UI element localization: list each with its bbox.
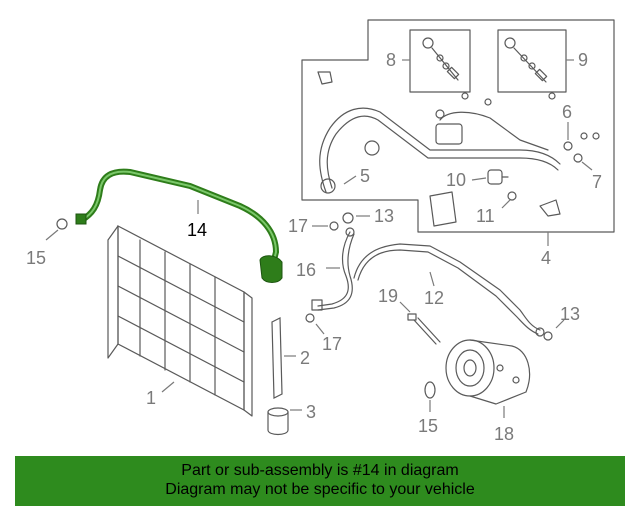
info-banner: Part or sub-assembly is #14 in diagram D…	[15, 456, 625, 506]
callout-6: 6	[562, 102, 572, 122]
part-8-box	[409, 29, 471, 93]
part-4-ac-lines	[317, 71, 561, 194]
callout-11: 11	[476, 206, 495, 226]
part-3-drier-cap	[267, 407, 289, 436]
part-5-leader	[343, 175, 357, 185]
part-14-hose	[75, 168, 283, 283]
callout-5: 5	[360, 166, 370, 186]
part-6-seals	[563, 132, 600, 151]
part-17-leader-bottom	[315, 323, 325, 335]
callout-9: 9	[578, 50, 588, 70]
callout-16: 16	[296, 260, 316, 280]
callout-7: 7	[592, 172, 602, 192]
part-8-valve-core	[422, 37, 460, 81]
part-11-seal	[507, 191, 517, 201]
part-2-seal-strip	[271, 317, 283, 399]
callout-4: 4	[541, 248, 551, 268]
part-1-leader	[161, 381, 175, 393]
callout-17-top: 17	[288, 216, 308, 236]
part-9-box	[497, 29, 567, 93]
callout-14: 14	[187, 220, 207, 240]
part-9-valve-core	[504, 37, 548, 83]
banner-line-1: Part or sub-assembly is #14 in diagram	[181, 462, 459, 479]
parts-diagram: 4 8 9 6	[26, 19, 615, 444]
callout-19: 19	[378, 286, 398, 306]
callout-15-left: 15	[26, 248, 46, 268]
callout-18: 18	[494, 424, 514, 444]
part-19-bolt	[407, 313, 441, 345]
part-15-seal-left	[56, 218, 68, 230]
part-12-line	[353, 243, 545, 337]
part-17-seal-top	[329, 221, 339, 231]
part-17-seal-bottom	[305, 313, 315, 323]
part-7-leader	[581, 161, 593, 171]
part-4-group-outline	[301, 19, 615, 233]
callout-1: 1	[146, 388, 156, 408]
part-18-compressor	[445, 339, 531, 405]
callout-15-bottom: 15	[418, 416, 438, 436]
part-13-seal-top	[342, 212, 354, 224]
part-16-hose	[311, 227, 355, 311]
part-12-leader	[429, 271, 435, 287]
callout-10: 10	[446, 170, 466, 190]
part-1-condenser	[107, 225, 253, 417]
part-13-leader-bottom	[555, 319, 565, 329]
part-4-clip	[539, 199, 561, 217]
callout-3: 3	[306, 402, 316, 422]
part-13-seal-bottom	[543, 331, 553, 341]
callout-17-bottom: 17	[322, 334, 342, 354]
callout-8: 8	[386, 50, 396, 70]
part-15-leader-left	[45, 229, 59, 241]
callout-12: 12	[424, 288, 444, 308]
part-7-seal	[573, 153, 583, 163]
callout-2: 2	[300, 348, 310, 368]
callout-13-bottom: 13	[560, 304, 580, 324]
banner-line-2: Diagram may not be specific to your vehi…	[165, 481, 475, 498]
part-10-leader	[471, 177, 487, 181]
part-10-sensor	[487, 169, 509, 185]
part-19-leader	[399, 301, 411, 313]
callout-13-top: 13	[374, 206, 394, 226]
part-4-bracket	[429, 191, 457, 227]
part-11-leader	[501, 199, 511, 209]
part-15-seal-bottom	[424, 381, 436, 399]
